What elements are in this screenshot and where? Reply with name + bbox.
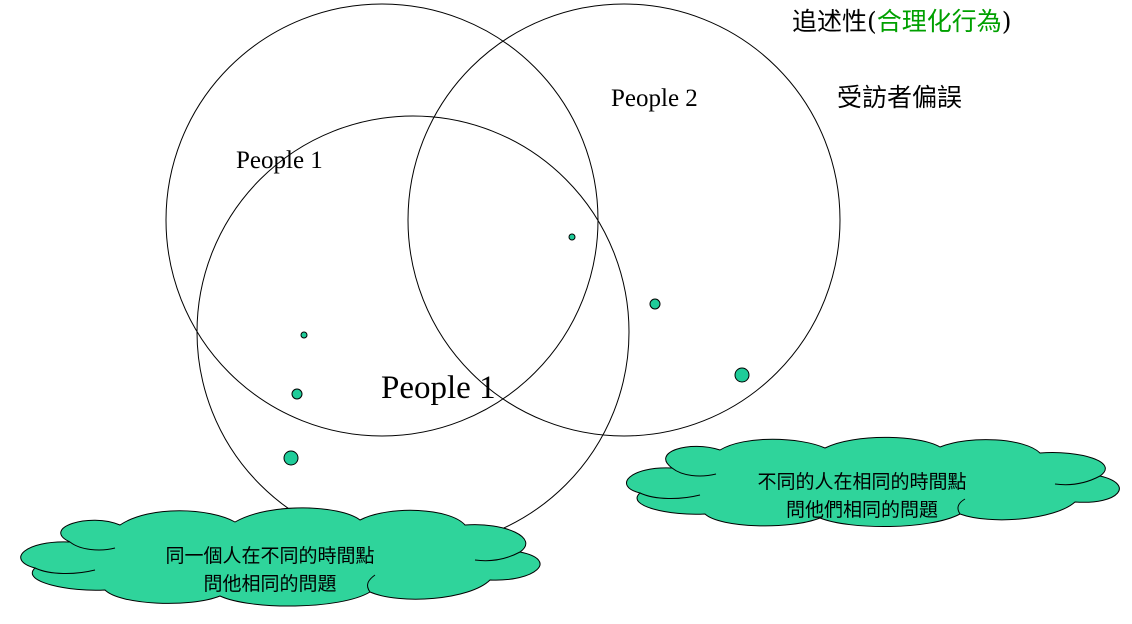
cloud-left: 同一個人在不同的時間點 問他相同的問題 (20, 507, 541, 607)
cloud-right-fold-1 (671, 467, 717, 477)
data-dots (283, 233, 750, 466)
circle-people-2 (407, 3, 841, 437)
label-people-1-top: People 1 (236, 147, 323, 174)
label-people-2: People 2 (611, 85, 698, 112)
dot-medium-right (649, 298, 661, 310)
cloud-right-line-2: 問他們相同的問題 (786, 499, 938, 521)
cloud-right-shape (626, 436, 1120, 528)
cloud-left-fold-1 (69, 541, 116, 551)
cloud-left-fold-4 (367, 574, 376, 593)
dot-small-intersection (568, 233, 576, 241)
cloud-left-shape (20, 507, 541, 607)
title-suffix: ) (1002, 7, 1012, 36)
dot-small-left (300, 331, 308, 339)
cloud-right-line-1: 不同的人在相同的時間點 (757, 471, 966, 493)
cloud-right-fold-3 (1054, 475, 1101, 486)
dot-medium-left (291, 388, 303, 400)
cloud-right-fold-2 (639, 492, 701, 499)
title-highlight: 合理化行為 (877, 7, 1002, 36)
cloud-left-fold-3 (474, 551, 521, 562)
cloud-left-line-1: 同一個人在不同的時間點 (165, 545, 374, 567)
subtitle: 受訪者偏誤 (837, 83, 962, 112)
cloud-right-fold-4 (957, 498, 966, 515)
cloud-right: 不同的人在相同的時間點 問他們相同的問題 (626, 436, 1120, 528)
title-prefix: 追述性( (792, 7, 877, 36)
dot-large-left (283, 450, 299, 466)
cloud-left-fold-2 (34, 567, 96, 574)
label-people-1-bottom: People 1 (381, 370, 496, 406)
dot-large-right (734, 367, 750, 383)
title: 追述性(合理化行為) (792, 7, 1012, 36)
circle-people-1-bottom (196, 115, 630, 549)
cloud-left-line-2: 問他相同的問題 (203, 573, 336, 595)
